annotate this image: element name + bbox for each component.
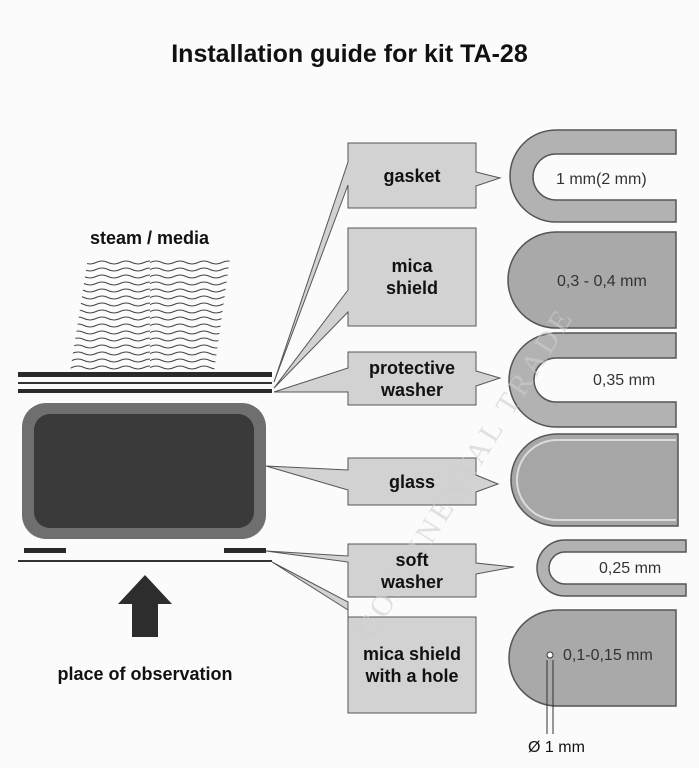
soft-washer-profile bbox=[536, 539, 687, 597]
protective-washer-thickness: 0,35 mm bbox=[593, 372, 655, 389]
soft-washer-thickness: 0,25 mm bbox=[599, 560, 661, 577]
mica-shield-profile bbox=[507, 231, 677, 329]
callout-soft-washer: soft washer bbox=[380, 549, 444, 592]
steam-waves bbox=[70, 258, 230, 372]
part-profiles bbox=[507, 129, 687, 707]
glass-body bbox=[34, 414, 254, 528]
callout-protective-washer: protective washer bbox=[368, 357, 456, 400]
protective-washer-layer bbox=[18, 389, 272, 393]
glass-profile bbox=[510, 433, 679, 527]
callout-shapes bbox=[265, 142, 515, 714]
steam-media-label: steam / media bbox=[90, 228, 210, 248]
layer-stack bbox=[18, 372, 272, 562]
soft-washer-right bbox=[224, 548, 266, 553]
protective-washer-profile bbox=[508, 332, 677, 428]
hole-diameter: Ø 1 mm bbox=[528, 739, 585, 756]
hole-marker bbox=[546, 651, 554, 734]
callout-mica-hole: mica shield with a hole bbox=[362, 644, 462, 686]
gasket-thickness: 1 mm(2 mm) bbox=[556, 171, 647, 188]
gasket-profile bbox=[509, 129, 677, 223]
glass-profile-inner bbox=[516, 439, 676, 521]
mica-shield-layer bbox=[18, 382, 272, 384]
observation-label: place of observation bbox=[57, 664, 233, 684]
mica-hole-profile bbox=[508, 609, 677, 707]
mica-hole-thickness: 0,1-0,15 mm bbox=[563, 647, 653, 664]
callout-glass: glass bbox=[388, 471, 436, 492]
gasket-layer bbox=[18, 372, 272, 377]
mica-hole-layer bbox=[18, 560, 272, 562]
callout-gasket: gasket bbox=[383, 165, 441, 186]
callout-mica-shield: mica shield bbox=[385, 256, 438, 298]
page-title: Installation guide for kit TA-28 bbox=[171, 40, 528, 68]
soft-washer-left bbox=[24, 548, 66, 553]
observation-arrow bbox=[118, 575, 172, 637]
mica-shield-thickness: 0,3 - 0,4 mm bbox=[557, 273, 647, 290]
